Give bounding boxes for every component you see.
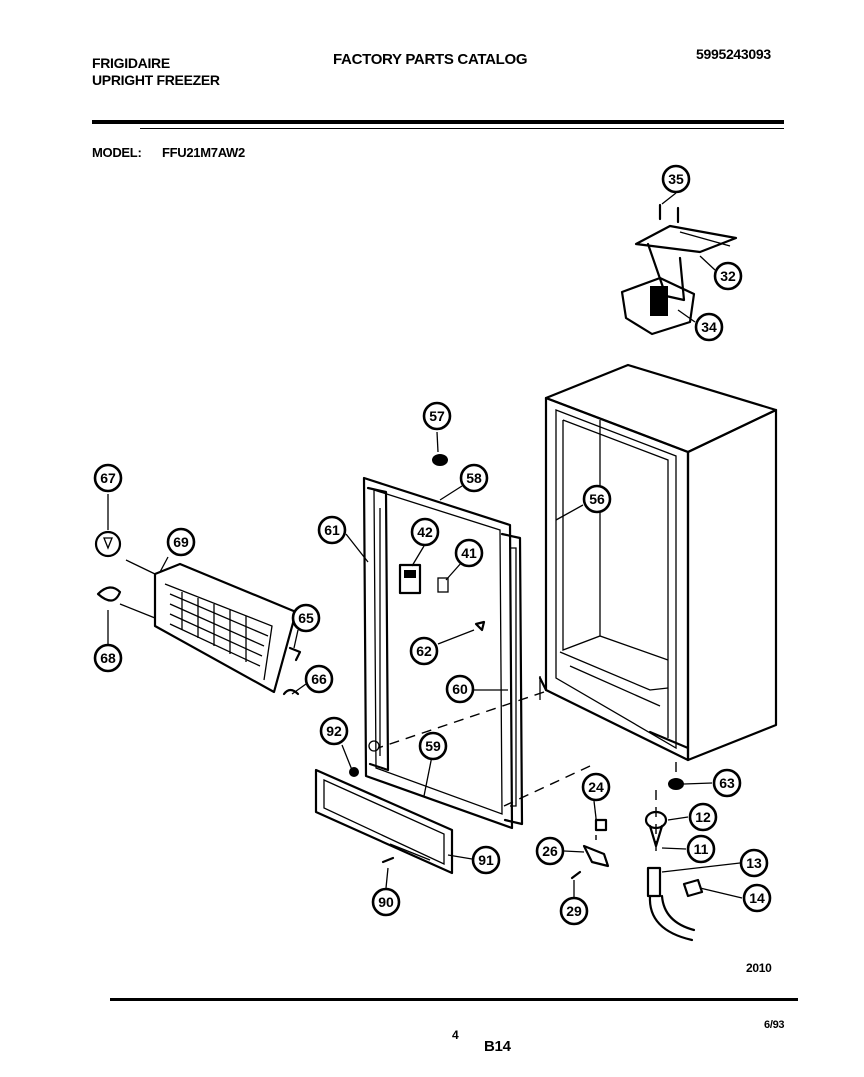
svg-text:34: 34 [701, 319, 717, 335]
callout-26: 26 [535, 836, 565, 866]
svg-text:32: 32 [720, 268, 736, 284]
svg-text:42: 42 [417, 524, 433, 540]
svg-text:24: 24 [588, 779, 604, 795]
page-number: 4 [452, 1028, 459, 1042]
callout-12: 12 [688, 802, 718, 832]
catalog-date: 6/93 [764, 1019, 785, 1031]
svg-text:13: 13 [746, 855, 762, 871]
svg-text:56: 56 [589, 491, 605, 507]
header-rule-thin [140, 128, 784, 129]
header-rule-thick [92, 120, 784, 124]
svg-text:92: 92 [326, 723, 342, 739]
svg-text:11: 11 [694, 841, 709, 857]
kick-plate-drawing [314, 767, 454, 875]
callout-29: 29 [559, 896, 589, 926]
svg-text:60: 60 [452, 681, 468, 697]
svg-text:69: 69 [173, 534, 189, 550]
brand-name: FRIGIDAIRE [92, 55, 170, 71]
callout-67: 67 [93, 463, 123, 493]
callout-60: 60 [445, 674, 475, 704]
svg-text:12: 12 [695, 809, 711, 825]
model-label: MODEL: [92, 145, 142, 160]
svg-text:58: 58 [466, 470, 482, 486]
svg-text:67: 67 [100, 470, 116, 486]
svg-text:66: 66 [311, 671, 327, 687]
svg-text:90: 90 [378, 894, 394, 910]
svg-text:59: 59 [425, 738, 441, 754]
callout-91: 91 [471, 845, 501, 875]
footer-rule [110, 998, 798, 1001]
callout-13: 13 [739, 848, 769, 878]
explode-line-upper [377, 691, 545, 749]
callout-61: 61 [317, 515, 347, 545]
callout-58: 58 [459, 463, 489, 493]
svg-text:63: 63 [719, 775, 735, 791]
product-name: UPRIGHT FREEZER [92, 72, 220, 88]
catalog-number: 5995243093 [696, 46, 771, 62]
svg-text:35: 35 [668, 171, 684, 187]
callout-56: 56 [582, 484, 612, 514]
svg-text:26: 26 [542, 843, 558, 859]
drain-assembly-drawing [432, 454, 704, 942]
door-switch-parts [368, 563, 486, 752]
svg-text:61: 61 [324, 522, 340, 538]
svg-text:62: 62 [416, 643, 432, 659]
callout-68: 68 [93, 643, 123, 673]
callout-92: 92 [319, 716, 349, 746]
model-number: FFU21M7AW2 [162, 145, 245, 160]
grille-drawing [94, 530, 302, 696]
callout-35: 35 [661, 164, 691, 194]
callout-63: 63 [712, 768, 742, 798]
callout-14: 14 [742, 883, 772, 913]
callout-42: 42 [410, 517, 440, 547]
callout-90: 90 [371, 887, 401, 917]
callout-24: 24 [581, 772, 611, 802]
callout-59: 59 [418, 731, 448, 761]
callout-34: 34 [694, 312, 724, 342]
svg-text:29: 29 [566, 903, 582, 919]
callout-32: 32 [713, 261, 743, 291]
callout-62: 62 [409, 636, 439, 666]
svg-text:91: 91 [478, 852, 494, 868]
explode-line-lower [503, 765, 591, 807]
svg-text:57: 57 [429, 408, 445, 424]
callout-57: 57 [422, 401, 452, 431]
section-code: B14 [484, 1038, 511, 1055]
callout-65: 65 [291, 603, 321, 633]
callout-11: 11 [686, 834, 716, 864]
figure-code: 2010 [746, 961, 772, 975]
svg-text:41: 41 [461, 545, 477, 561]
callout-66: 66 [304, 664, 334, 694]
cabinet-drawing [538, 363, 778, 762]
svg-text:65: 65 [298, 610, 314, 626]
svg-text:68: 68 [100, 650, 116, 666]
catalog-title: FACTORY PARTS CATALOG [333, 51, 528, 68]
callout-41: 41 [454, 538, 484, 568]
callout-69: 69 [166, 527, 196, 557]
door-drawing [362, 476, 524, 830]
control-assembly-drawing [620, 203, 738, 336]
svg-text:14: 14 [749, 890, 765, 906]
leader-lines [107, 192, 743, 899]
